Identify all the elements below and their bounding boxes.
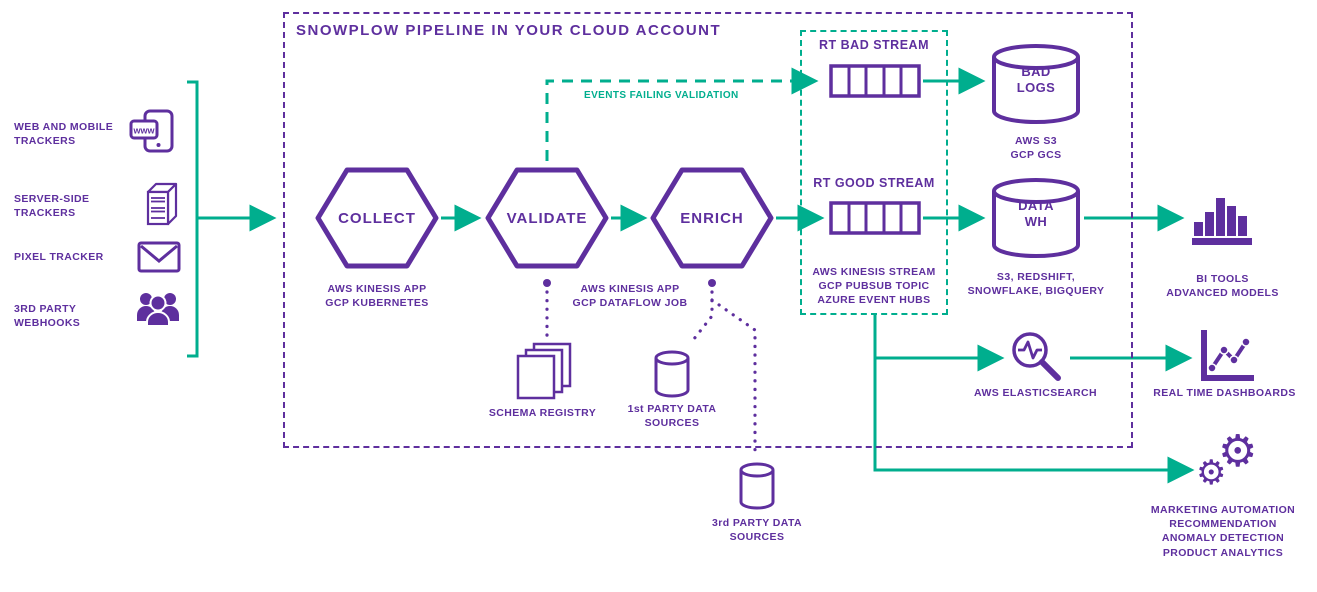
first-party-database-icon [654, 350, 690, 398]
bad-stream-queue-icon [829, 64, 921, 98]
enrich-sub-label: AWS KINESIS APP GCP DATAFLOW JOB [572, 283, 688, 310]
schema-registry-icon [516, 342, 572, 402]
mobile-tracker-icon: www [128, 108, 176, 158]
bad-logs-label: BAD LOGS [1016, 64, 1056, 95]
first-party-label: 1st PARTY DATA SOURCES [627, 403, 717, 430]
good-stream-queue-icon [829, 201, 921, 235]
data-wh-label: DATA WH [1018, 198, 1054, 229]
dashboards-label: REAL TIME DASHBOARDS [1153, 387, 1296, 399]
rt-bad-stream-label: RT BAD STREAM [819, 38, 929, 52]
elasticsearch-label: AWS ELASTICSEARCH [974, 387, 1097, 399]
elasticsearch-icon [1008, 328, 1066, 386]
gear-large-glyph: ⚙ [1218, 427, 1258, 476]
pixel-tracker-label: PIXEL TRACKER [14, 251, 104, 263]
www-label: www [132, 126, 155, 136]
bar-chart-icon [1190, 184, 1254, 248]
enrich-label: ENRICH [680, 209, 744, 227]
events-failing-validation-label: EVENTS FAILING VALIDATION [584, 90, 739, 101]
collect-sub-label: AWS KINESIS APP GCP KUBERNETES [325, 283, 429, 310]
bad-logs-sub-label: AWS S3 GCP GCS [1010, 135, 1062, 162]
diagram-title: SNOWPLOW PIPELINE IN YOUR CLOUD ACCOUNT [296, 22, 722, 39]
web-mobile-trackers-label: WEB AND MOBILE TRACKERS [14, 121, 114, 148]
enrich-hexagon: ENRICH [650, 166, 774, 270]
stream-boundary-box [800, 30, 948, 315]
gears-icon: ⚙ ⚙ [1196, 430, 1264, 506]
third-party-webhooks-label: 3RD PARTY WEBHOOKS [14, 303, 81, 330]
validate-label: VALIDATE [506, 209, 588, 227]
data-wh-database-icon [990, 176, 1082, 262]
bi-tools-label: BI TOOLS ADVANCED MODELS [1166, 273, 1279, 300]
stream-caption-label: AWS KINESIS STREAM GCP PUBSUB TOPIC AZUR… [812, 266, 936, 307]
bad-logs-database-icon [990, 42, 1082, 128]
validate-hexagon: VALIDATE [485, 166, 609, 270]
server-icon [140, 180, 184, 226]
data-wh-sub-label: S3, REDSHIFT, SNOWFLAKE, BIGQUERY [967, 271, 1105, 298]
server-side-trackers-label: SERVER-SIDE TRACKERS [14, 193, 90, 220]
line-chart-icon [1196, 328, 1256, 386]
automation-label: MARKETING AUTOMATION RECOMMENDATION ANOM… [1150, 504, 1296, 559]
webhooks-people-icon [135, 289, 181, 327]
gear-small-glyph: ⚙ [1196, 454, 1227, 492]
schema-registry-label: SCHEMA REGISTRY [488, 407, 597, 419]
pipeline-boundary-box [283, 12, 1133, 448]
third-party-database-icon [739, 462, 775, 510]
collect-label: COLLECT [338, 209, 416, 227]
envelope-icon [137, 241, 181, 273]
collect-hexagon: COLLECT [315, 166, 439, 270]
rt-good-stream-label: RT GOOD STREAM [813, 176, 935, 190]
third-party-label: 3rd PARTY DATA SOURCES [712, 517, 802, 544]
